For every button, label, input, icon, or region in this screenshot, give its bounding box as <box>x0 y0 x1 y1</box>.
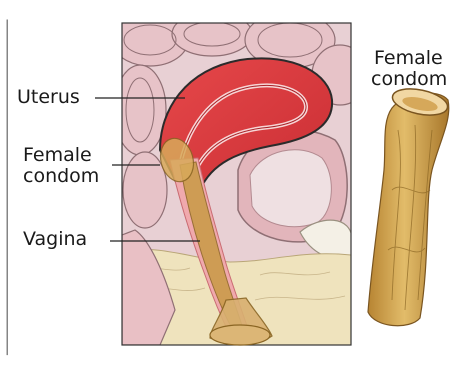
side-condom-label-line2: condom <box>371 69 447 89</box>
uterus-label: Uterus <box>17 87 80 107</box>
vagina-label: Vagina <box>23 229 87 249</box>
female-condom-label-line1: Female <box>23 145 92 165</box>
female-condom-label-line2: condom <box>23 166 99 186</box>
side-condom-label-line1: Female <box>374 48 443 68</box>
